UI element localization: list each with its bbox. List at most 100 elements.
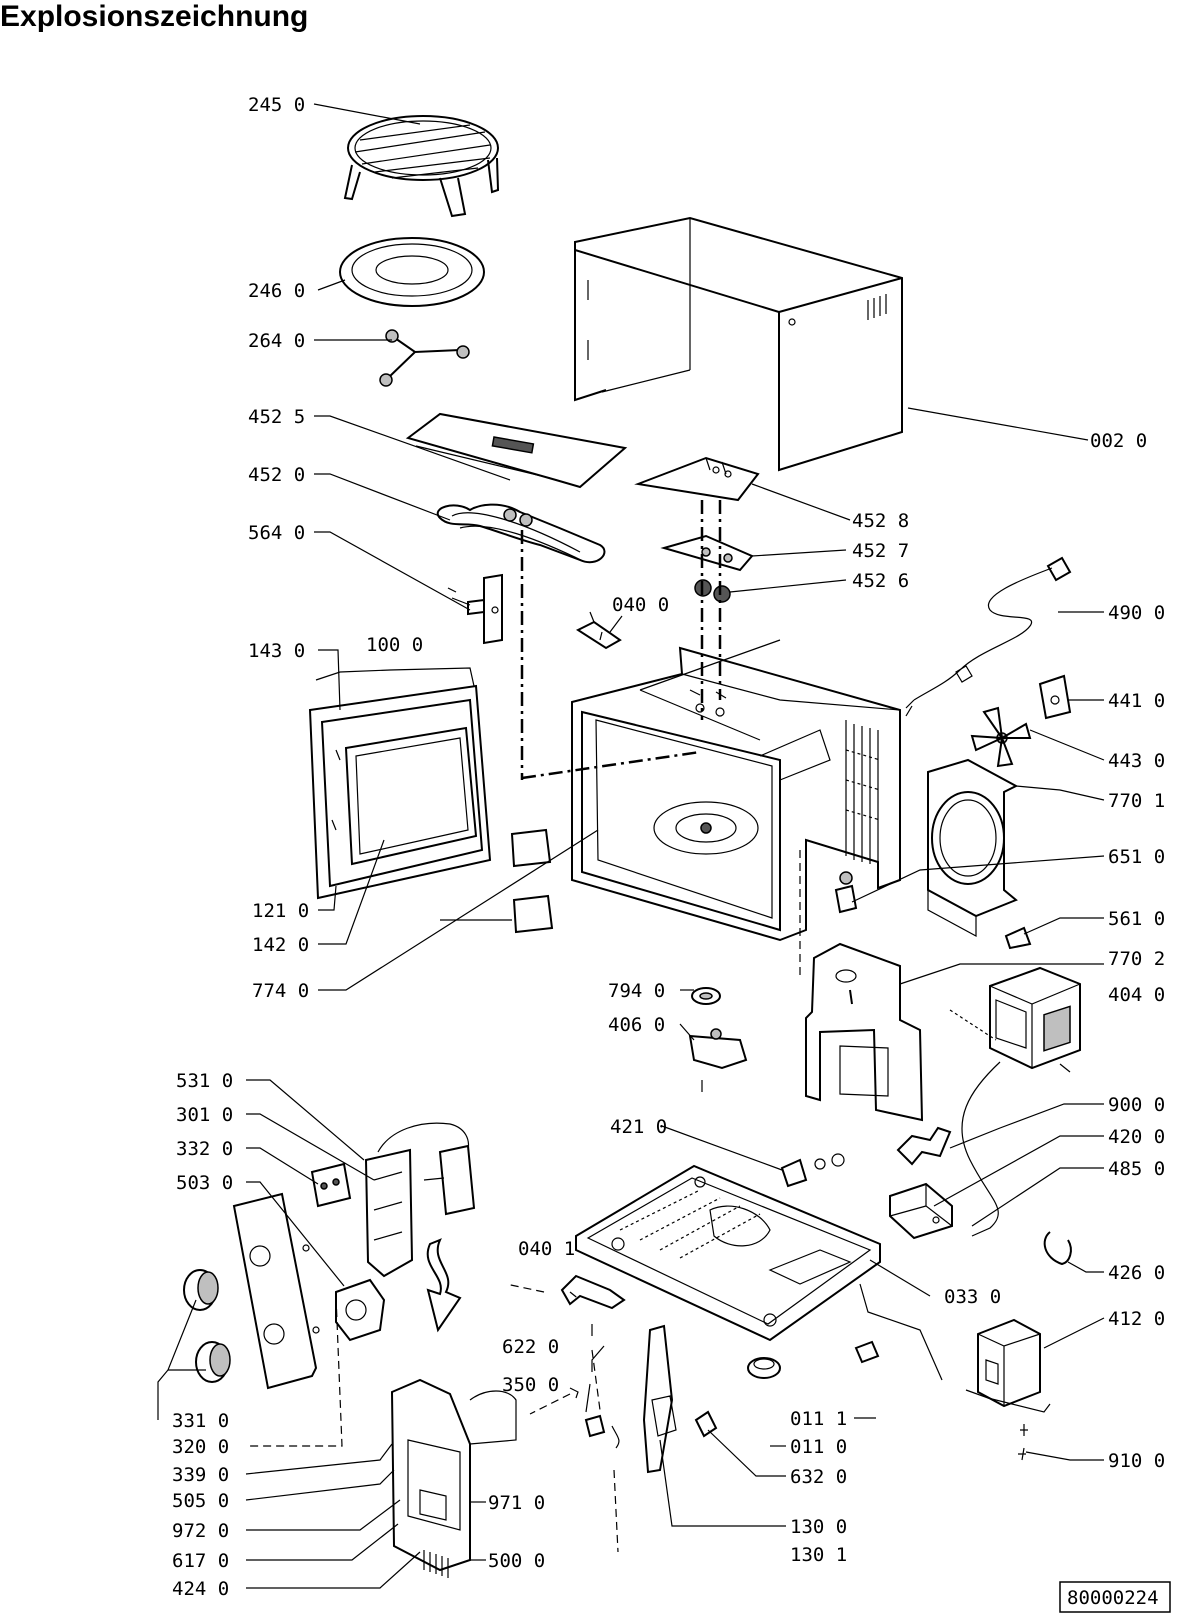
label-505-0: 505 0 — [172, 1490, 229, 1512]
label-100-0: 100 0 — [366, 634, 423, 656]
turntable-plate-part — [339, 237, 485, 307]
label-900-0: 900 0 — [1108, 1094, 1165, 1116]
label-245-0: 245 0 — [248, 94, 305, 116]
leader-lines — [157, 103, 1105, 1589]
label-452-8: 452 8 — [852, 510, 909, 532]
bracket-part — [896, 1126, 952, 1166]
hv-diode-part — [780, 1153, 845, 1188]
clip-part — [575, 611, 622, 650]
label-011-0: 011 0 — [790, 1436, 847, 1458]
label-770-2: 770 2 — [1108, 948, 1165, 970]
label-971-0: 971 0 — [488, 1492, 545, 1514]
label-320-0: 320 0 — [172, 1436, 229, 1458]
wire-clip-part — [1043, 1231, 1072, 1266]
label-130-0: 130 0 — [790, 1516, 847, 1538]
label-651-0: 651 0 — [1108, 846, 1165, 868]
grill-cover-part — [405, 412, 628, 489]
label-142-0: 142 0 — [252, 934, 309, 956]
label-426-0: 426 0 — [1108, 1262, 1165, 1284]
small-board-part — [423, 1144, 476, 1216]
label-002-0: 002 0 — [1090, 430, 1147, 452]
latch-part — [560, 1274, 626, 1310]
base-plate-part — [575, 1164, 881, 1364]
label-531-0: 531 0 — [176, 1070, 233, 1092]
label-972-0: 972 0 — [172, 1520, 229, 1542]
label-332-0: 332 0 — [176, 1138, 233, 1160]
grill-rack-part — [343, 115, 500, 218]
nuts-part — [694, 579, 731, 603]
timer-motor-part — [335, 1278, 386, 1342]
label-632-0: 632 0 — [790, 1466, 847, 1488]
turntable-motor-part — [688, 1028, 748, 1092]
fan-part — [970, 706, 1032, 768]
fan-duct-part — [927, 758, 1019, 938]
label-412-0: 412 0 — [1108, 1308, 1165, 1330]
label-441-0: 441 0 — [1108, 690, 1165, 712]
wire-part — [949, 1009, 1001, 1237]
label-452-7: 452 7 — [852, 540, 909, 562]
label-794-0: 794 0 — [608, 980, 665, 1002]
label-490-0: 490 0 — [1108, 602, 1165, 624]
heating-element-part — [436, 503, 606, 564]
assembly-arrow-icon — [426, 1238, 462, 1333]
label-121-0: 121 0 — [252, 900, 309, 922]
label-421-0: 421 0 — [610, 1116, 667, 1138]
power-cord-part — [905, 556, 1072, 717]
label-143-0: 143 0 — [248, 640, 305, 662]
drawing-number: 80000224 — [1067, 1587, 1159, 1609]
page-title: Explosionszeichnung — [0, 0, 309, 33]
knob-upper-part — [183, 1269, 219, 1311]
thermal-clip-part — [1004, 926, 1032, 950]
lamp-part — [834, 871, 858, 914]
label-443-0: 443 0 — [1108, 750, 1165, 772]
micro-switch-part — [569, 1349, 606, 1438]
grill-holder-bracket-part — [447, 573, 503, 645]
oven-cavity-part — [571, 639, 901, 980]
door-switch-bracket-part — [611, 1324, 718, 1553]
label-503-0: 503 0 — [176, 1172, 233, 1194]
label-339-0: 339 0 — [172, 1464, 229, 1486]
label-622-0: 622 0 — [502, 1336, 559, 1358]
label-246-0: 246 0 — [248, 280, 305, 302]
roller-support-part — [379, 329, 470, 387]
label-424-0: 424 0 — [172, 1578, 229, 1600]
power-module-part — [390, 1378, 517, 1578]
label-452-5: 452 5 — [248, 406, 305, 428]
label-420-0: 420 0 — [1108, 1126, 1165, 1148]
label-561-0: 561 0 — [1108, 908, 1165, 930]
label-264-0: 264 0 — [248, 330, 305, 352]
label-452-0: 452 0 — [248, 464, 305, 486]
switch-holder-part — [1038, 674, 1072, 720]
coupler-ring-part — [691, 987, 721, 1005]
hv-capacitor-part — [889, 1182, 953, 1240]
label-485-0: 485 0 — [1108, 1158, 1165, 1180]
air-guide-part — [805, 942, 924, 1122]
mount-bracket-part — [660, 534, 754, 572]
screws-part — [591, 1324, 1028, 1461]
control-panel-part — [232, 1192, 320, 1390]
switch-module-part — [310, 1162, 352, 1208]
reflector-plate-part — [634, 456, 760, 502]
label-040-0: 040 0 — [612, 594, 669, 616]
label-130-1: 130 1 — [790, 1544, 847, 1566]
label-350-0: 350 0 — [502, 1374, 559, 1396]
label-404-0: 404 0 — [1108, 984, 1165, 1006]
label-770-1: 770 1 — [1108, 790, 1165, 812]
label-406-0: 406 0 — [608, 1014, 665, 1036]
drawing-number-box: 80000224 — [1059, 1581, 1171, 1613]
label-331-0: 331 0 — [172, 1410, 229, 1432]
label-500-0: 500 0 — [488, 1550, 545, 1572]
part-labels: 245 0 246 0 264 0 452 5 452 0 564 0 143 … — [172, 94, 1165, 1600]
label-033-0: 033 0 — [944, 1286, 1001, 1308]
label-011-1: 011 1 — [790, 1408, 847, 1430]
fan-motor-part — [965, 1318, 1051, 1413]
label-040-1: 040 1 — [518, 1238, 575, 1260]
timer-switch-part — [364, 1122, 470, 1278]
alignment-lines — [520, 500, 722, 780]
knob-lower-part — [195, 1341, 231, 1383]
label-774-0: 774 0 — [252, 980, 309, 1002]
foot-part — [747, 1357, 781, 1379]
door-assembly-part — [308, 684, 492, 900]
label-301-0: 301 0 — [176, 1104, 233, 1126]
